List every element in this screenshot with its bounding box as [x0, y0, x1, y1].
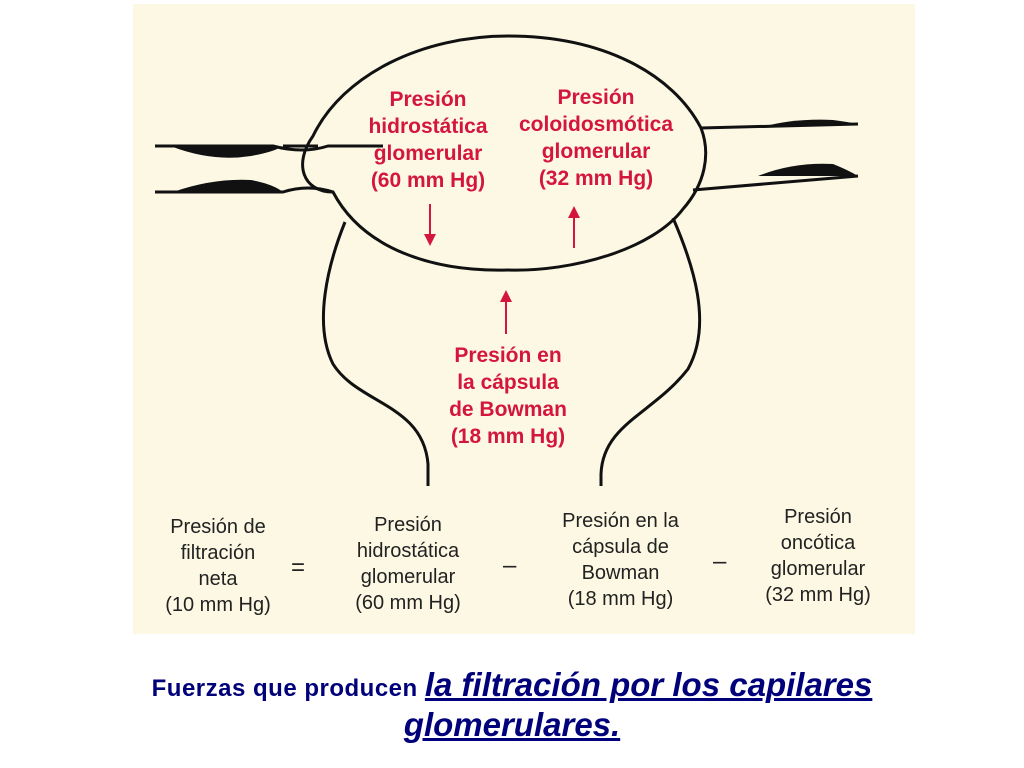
- glomerulus-drawing: [155, 34, 859, 486]
- glomerular-capillary: [301, 34, 708, 272]
- bowman-capsule-left: [322, 221, 430, 486]
- arrow-up-bowman: [500, 290, 512, 334]
- bowman-capsule-right: [599, 217, 702, 486]
- minus-sign-1: –: [503, 552, 517, 579]
- arrow-up-colloid: [568, 206, 580, 248]
- efferent-arteriole-wall-bottom: [758, 163, 858, 176]
- afferent-arteriole-wall-top: [173, 147, 281, 158]
- arrow-down-hydrostatic: [424, 204, 436, 246]
- formula-glomerular-hydrostatic: Presión hidrostática glomerular (60 mm H…: [355, 514, 461, 614]
- caption-link-line1[interactable]: la filtración por los capilares: [424, 666, 873, 703]
- glomerular-hydrostatic-label: Presión hidrostática glomerular (60 mm H…: [368, 88, 488, 192]
- net-filtration-pressure: Presión de filtración neta (10 mm Hg): [165, 516, 271, 616]
- efferent-arteriole-lower: [692, 174, 859, 192]
- bowman-pressure-label: Presión en la cápsula de Bowman (18 mm H…: [449, 344, 567, 448]
- caption-prefix: Fuerzas que producen: [151, 675, 425, 702]
- minus-sign-2: –: [713, 548, 727, 575]
- formula-oncotic-pressure: Presión oncótica glomerular (32 mm Hg): [765, 506, 871, 606]
- glomerular-colloid-label: Presión coloidosmótica glomerular (32 mm…: [518, 86, 674, 190]
- caption-link-line2[interactable]: glomerulares.: [403, 706, 621, 743]
- afferent-arteriole-wall-bottom: [173, 179, 283, 192]
- efferent-arteriole-wall-top: [758, 119, 858, 128]
- equals-sign: =: [291, 554, 306, 581]
- formula-bowman-pressure: Presión en la cápsula de Bowman (18 mm H…: [562, 510, 679, 610]
- glomerular-filtration-diagram: Presión hidrostática glomerular (60 mm H…: [133, 4, 915, 634]
- afferent-arteriole: [155, 144, 383, 152]
- slide-caption: Fuerzas que producen la filtración por l…: [0, 666, 1024, 744]
